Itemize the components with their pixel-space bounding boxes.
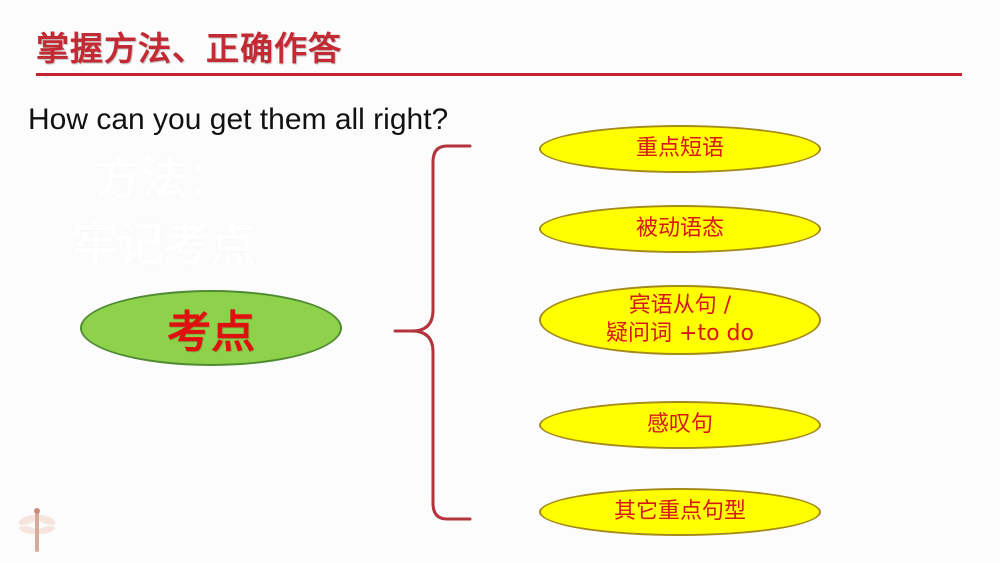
dragonfly-icon [18, 508, 56, 552]
topic-label: 其它重点句型 [613, 499, 746, 524]
title-divider [36, 73, 962, 76]
topic-node-object-clause: 宾语从句 / 疑问词 +to do [539, 285, 821, 355]
topic-node-phrases: 重点短语 [539, 125, 821, 173]
center-node-label: 考点 [167, 307, 255, 358]
watermark-line-1: 方法： [95, 151, 233, 205]
watermark-text: 方法： 牢记考点 [44, 145, 284, 277]
watermark-line-2: 牢记考点 [72, 217, 256, 271]
topic-label: 被动语态 [635, 216, 724, 241]
slide-title: 掌握方法、正确作答 [36, 29, 342, 68]
topic-label: 感叹句 [646, 412, 713, 437]
topic-node-passive-voice: 被动语态 [539, 205, 821, 253]
topic-node-other-patterns: 其它重点句型 [539, 488, 821, 536]
question-text: How can you get them all right? [28, 103, 449, 136]
topic-node-exclamation: 感叹句 [539, 401, 821, 449]
topic-label-line-2: 疑问词 +to do [606, 321, 754, 346]
topic-label-line-1: 宾语从句 / [628, 293, 732, 318]
center-node: 考点 [80, 290, 342, 366]
topic-label: 重点短语 [635, 136, 724, 161]
